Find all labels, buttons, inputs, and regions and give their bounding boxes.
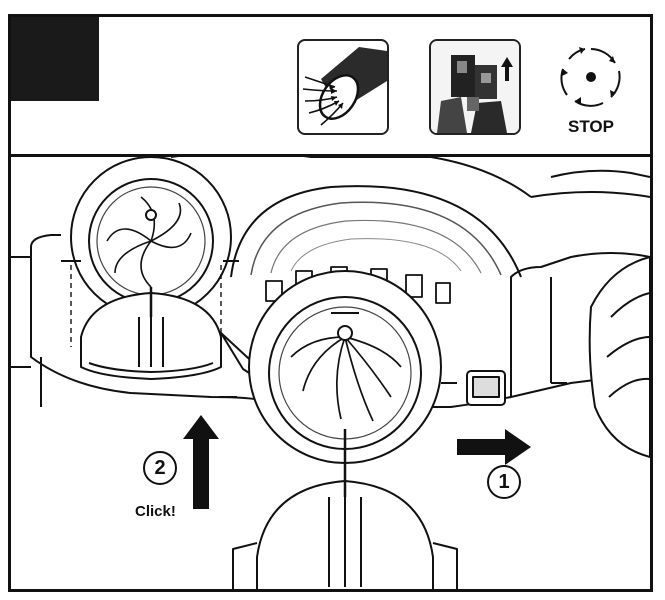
- step-arrows: [183, 415, 531, 509]
- mower-illustration: 1 2 Click!: [11, 151, 650, 589]
- step-2-marker: 2: [143, 451, 177, 485]
- header-bar: STOP: [11, 17, 650, 157]
- stop-rotation-icon: STOP: [551, 39, 631, 139]
- push-right-arrow: [457, 429, 531, 465]
- suction-tube-icon: [297, 39, 389, 135]
- instruction-panel: STOP: [8, 14, 653, 592]
- corner-block: [11, 17, 99, 101]
- click-label: Click!: [135, 503, 176, 520]
- stop-label: STOP: [568, 117, 614, 136]
- lift-device-icon: [429, 39, 521, 135]
- mower-housing-drawing: [11, 151, 650, 589]
- push-up-arrow: [183, 415, 219, 509]
- step-1-marker: 1: [487, 465, 521, 499]
